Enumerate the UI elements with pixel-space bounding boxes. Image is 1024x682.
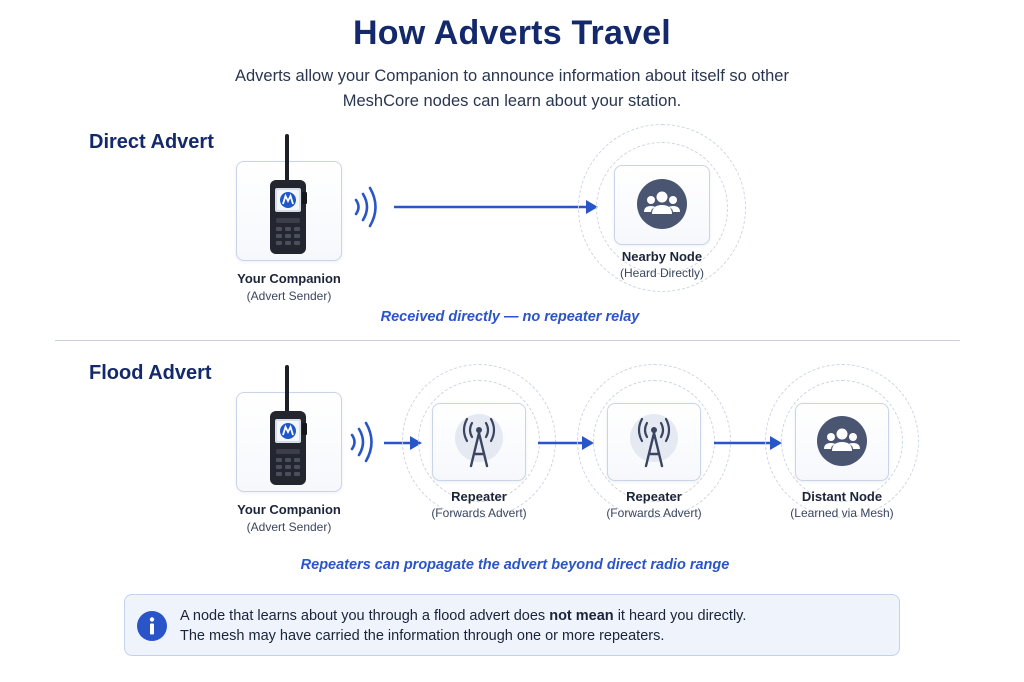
signal-waves-icon <box>350 421 373 463</box>
page-subtitle: Adverts allow your Companion to announce… <box>200 64 824 114</box>
direct-arrow <box>394 200 598 214</box>
nearby-node-name: Nearby Node <box>621 249 703 264</box>
repeater-1-role: (Forwards Advert) <box>431 506 527 520</box>
antenna-tower-icon <box>630 414 678 468</box>
users-group-icon <box>817 416 867 466</box>
subtitle-line-1: Adverts allow your Companion to announce… <box>235 67 789 85</box>
distant-node-role: (Learned via Mesh) <box>790 506 894 520</box>
range-ring-inner <box>596 142 728 274</box>
subtitle-line-2: MeshCore nodes can learn about your stat… <box>342 92 682 110</box>
distant-node-ring-outer <box>765 364 919 518</box>
antenna-tower-icon <box>455 414 503 468</box>
flood-sender-name: Your Companion <box>237 502 341 517</box>
direct-caption: Received directly — no repeater relay <box>380 309 640 325</box>
direct-sender-role: (Advert Sender) <box>246 289 332 303</box>
flood-caption: Repeaters can propagate the advert beyon… <box>300 557 730 573</box>
repeater-1-ring-inner <box>418 380 540 502</box>
repeater-2-name: Repeater <box>626 489 682 504</box>
repeater-2-ring-inner <box>593 380 715 502</box>
info-note-box <box>124 594 900 656</box>
info-note-line-2: The mesh may have carried the informatio… <box>180 628 665 644</box>
info-note-line-1: A node that learns about you through a f… <box>180 606 746 626</box>
direct-advert-heading: Direct Advert <box>89 131 214 153</box>
info-note-text: A node that learns about you through a f… <box>180 606 746 646</box>
repeater-2-ring-outer <box>577 364 731 518</box>
page-title: How Adverts Travel <box>353 14 671 52</box>
distant-node-ring-inner <box>781 380 903 502</box>
distant-node-name: Distant Node <box>801 489 883 504</box>
handheld-radio-icon <box>270 134 307 254</box>
repeater-2-role: (Forwards Advert) <box>606 506 702 520</box>
range-ring-outer <box>578 124 746 292</box>
signal-waves-icon <box>354 186 377 228</box>
users-group-icon <box>637 179 687 229</box>
repeater-1-ring-outer <box>402 364 556 518</box>
nearby-node-role: (Heard Directly) <box>619 266 704 280</box>
direct-sender-name: Your Companion <box>237 271 341 286</box>
flood-advert-heading: Flood Advert <box>89 362 212 384</box>
handheld-radio-icon <box>270 365 307 485</box>
repeater-1-name: Repeater <box>451 489 507 504</box>
section-divider <box>55 340 960 341</box>
info-icon <box>137 611 167 641</box>
info-line1-before: A node that learns about you through a f… <box>180 608 550 624</box>
info-line1-after: it heard you directly. <box>613 608 747 624</box>
flood-sender-role: (Advert Sender) <box>246 520 332 534</box>
info-line1-emphasis: not mean <box>549 608 614 624</box>
